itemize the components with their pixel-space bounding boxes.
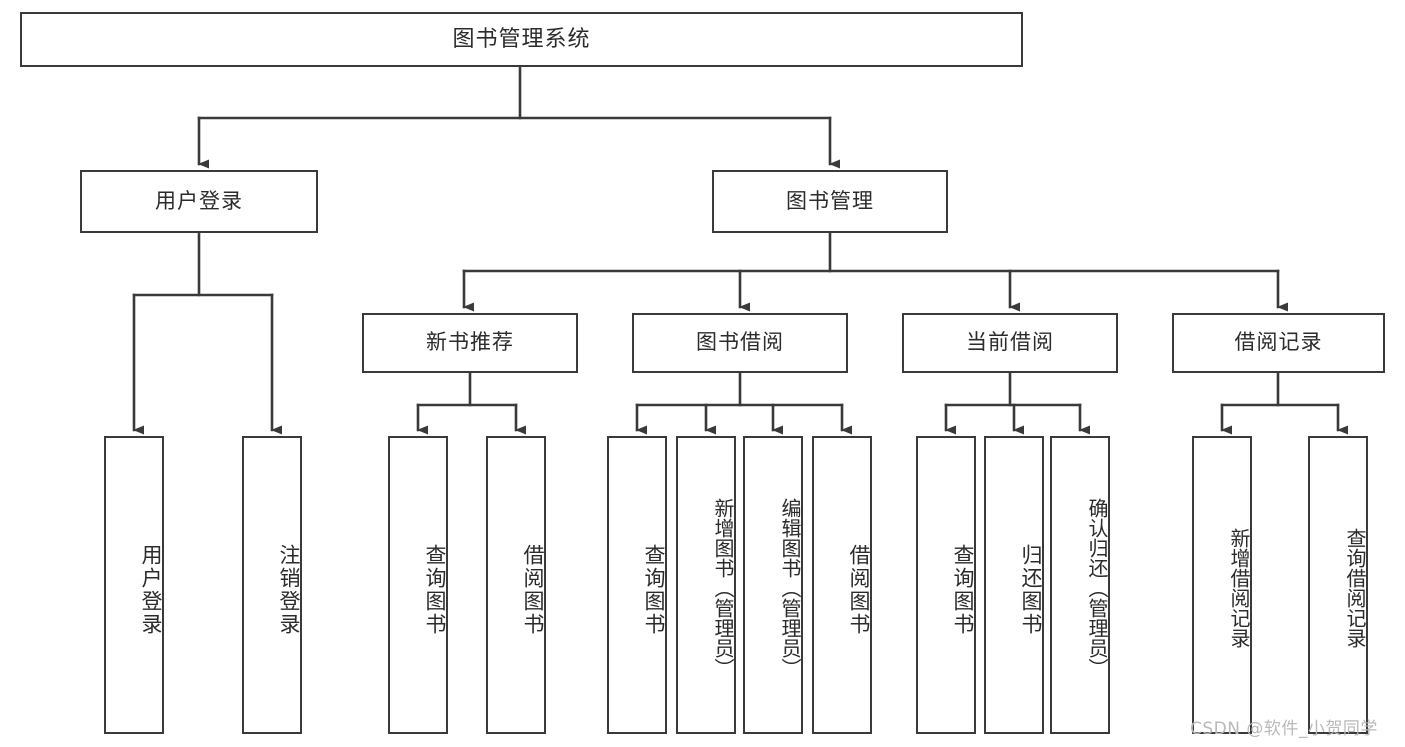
node-label: 确认归还（管理员）	[1085, 498, 1109, 678]
node-leaf-add-record[interactable]: 新增借阅记录	[1192, 436, 1252, 734]
node-user-login[interactable]: 用户登录	[80, 170, 318, 233]
node-label: 借阅记录	[1234, 330, 1323, 355]
node-label: 当前借阅	[966, 330, 1054, 355]
node-leaf-add-book[interactable]: 新增图书（管理员）	[676, 436, 736, 734]
node-leaf-user-login[interactable]: 用户登录	[104, 436, 164, 734]
node-current-borrow[interactable]: 当前借阅	[902, 313, 1118, 373]
node-label: 借阅图书	[521, 544, 545, 636]
node-label: 查询图书	[951, 544, 975, 636]
node-label: 归还图书	[1019, 544, 1043, 636]
node-leaf-query-book-recommend[interactable]: 查询图书	[388, 436, 448, 734]
node-label: 新增图书（管理员）	[711, 498, 735, 678]
node-new-book-recommend[interactable]: 新书推荐	[362, 313, 578, 373]
node-label: 查询图书	[642, 544, 666, 636]
node-leaf-confirm-return[interactable]: 确认归还（管理员）	[1050, 436, 1110, 734]
node-root-book-management-system[interactable]: 图书管理系统	[20, 12, 1023, 67]
node-leaf-borrow-book[interactable]: 借阅图书	[812, 436, 872, 734]
node-label: 图书管理	[786, 188, 874, 213]
node-leaf-query-book-current[interactable]: 查询图书	[916, 436, 976, 734]
node-label: 新书推荐	[426, 330, 514, 355]
node-leaf-return-book[interactable]: 归还图书	[984, 436, 1044, 734]
node-leaf-edit-book[interactable]: 编辑图书（管理员）	[743, 436, 803, 734]
node-label: 用户登录	[155, 188, 243, 213]
node-borrow-record[interactable]: 借阅记录	[1172, 313, 1385, 373]
node-label: 编辑图书（管理员）	[778, 498, 802, 678]
node-book-management[interactable]: 图书管理	[712, 170, 948, 233]
node-label: 图书管理系统	[452, 26, 591, 52]
csdn-watermark: CSDN @软件_小贺同学	[1190, 719, 1378, 739]
node-label: 用户登录	[139, 544, 163, 636]
node-book-borrow[interactable]: 图书借阅	[632, 313, 848, 373]
node-label: 借阅图书	[847, 544, 871, 636]
node-leaf-logout[interactable]: 注销登录	[242, 436, 302, 734]
node-label: 查询借阅记录	[1343, 528, 1367, 648]
node-leaf-query-record[interactable]: 查询借阅记录	[1308, 436, 1368, 734]
node-label: 查询图书	[423, 544, 447, 636]
node-leaf-query-book-borrow[interactable]: 查询图书	[607, 436, 667, 734]
node-leaf-borrow-book-recommend[interactable]: 借阅图书	[486, 436, 546, 734]
node-label: 图书借阅	[696, 330, 784, 355]
node-label: 注销登录	[277, 544, 301, 636]
node-label: 新增借阅记录	[1227, 528, 1251, 648]
